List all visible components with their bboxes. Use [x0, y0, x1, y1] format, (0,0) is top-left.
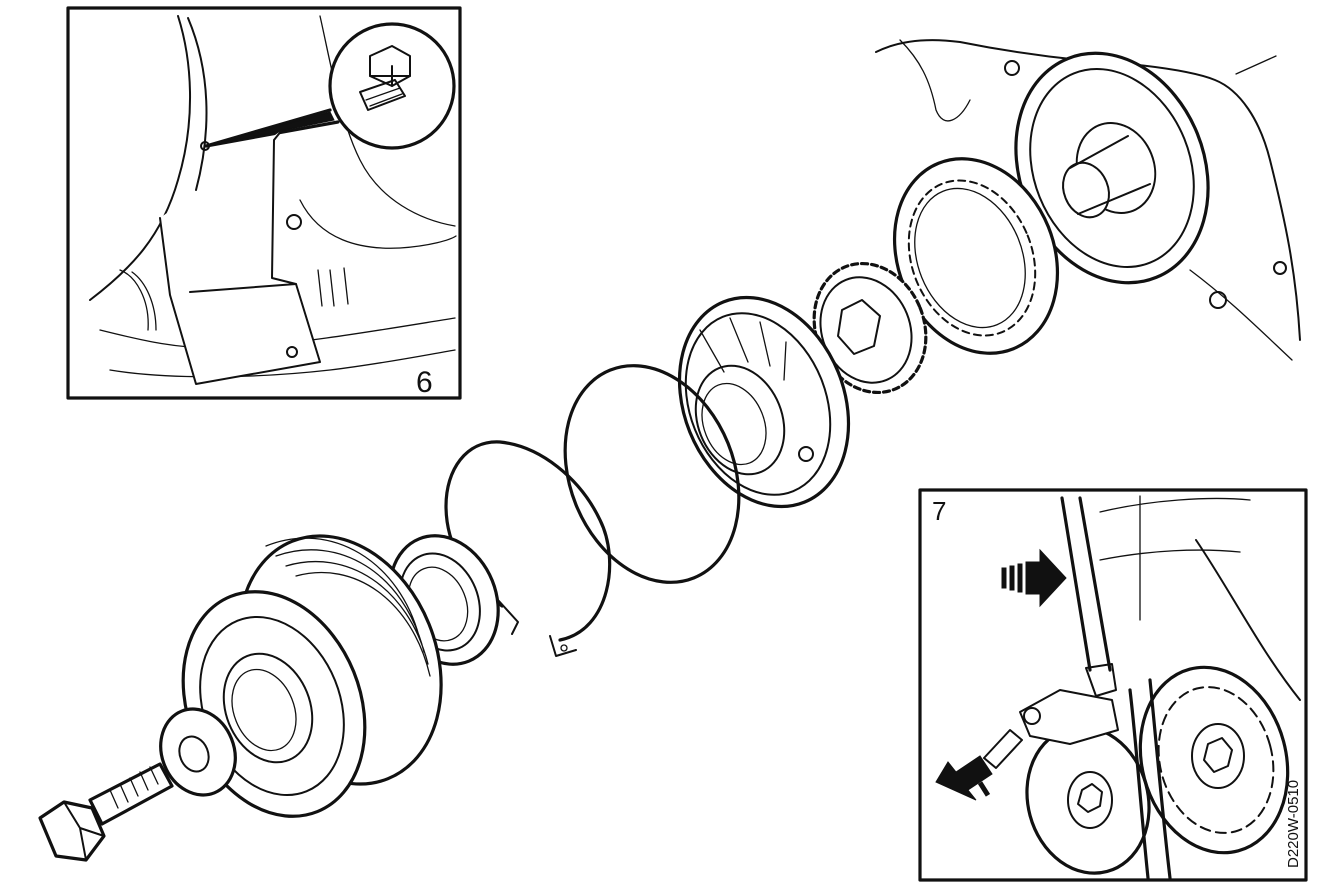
inset-6-bracket-hole [286, 346, 298, 358]
inset-6-engine-line-2 [109, 349, 456, 378]
tensioner-nut [1077, 783, 1103, 813]
inset-7: 7 D220W-0510 [918, 488, 1308, 882]
inset-7-number: 7 [932, 496, 946, 526]
drive-pulley-hub [1191, 723, 1245, 789]
inset-6-housing-edge [89, 15, 192, 301]
washer-hole [178, 735, 210, 773]
shaft-body [1069, 135, 1151, 215]
inset-6-zoom-pointer-fill [205, 111, 335, 147]
engine-housing-bolt-2 [1209, 291, 1227, 309]
drive-pulley-slots [1157, 686, 1275, 834]
pulley-bore [231, 668, 297, 752]
engine-housing [875, 39, 1301, 361]
o-ring [563, 364, 741, 584]
inset-6-block-edge-2 [299, 199, 457, 249]
engine-housing-outline [875, 39, 1301, 341]
pulley-hub [222, 652, 314, 764]
inset-6-housing-edge-2 [187, 17, 208, 191]
bolt-icon [359, 45, 411, 111]
bearing-housing-inner [1029, 68, 1195, 268]
circlip-ear-2 [497, 599, 519, 635]
drive-pulley-bolt [1203, 737, 1233, 773]
inset-6-bracket-plate [159, 129, 321, 385]
inset-6-studs [317, 267, 349, 307]
inset-6-bracket-fold [189, 283, 297, 293]
circlip-hole [560, 644, 568, 652]
rotor-spokes [699, 317, 787, 381]
washer [159, 707, 237, 797]
inset-6-number: 6 [416, 366, 433, 399]
bolt-shank [88, 762, 174, 826]
internal-gear-root [914, 187, 1026, 329]
inset-7-housing-edge [1195, 539, 1301, 701]
push-arrow-icon [1001, 548, 1067, 608]
washer-outer [159, 707, 237, 797]
inset-7-housing [1099, 495, 1251, 621]
inset-6-hose [119, 269, 149, 331]
inset-7-frame [918, 488, 1308, 882]
bolt-head-facets [63, 801, 105, 861]
inset-6-hose-2 [131, 271, 157, 331]
tensioner-lever [1019, 689, 1119, 745]
rotor-bore-inner [701, 382, 767, 466]
bolt-thread [109, 766, 159, 809]
engine-housing-lower [1189, 269, 1293, 361]
inset-6-bolt-hole [200, 141, 210, 151]
engine-housing-bolt-1 [1004, 60, 1020, 76]
inset-6-stud [286, 214, 302, 230]
rotor-bore [694, 364, 786, 476]
inset-6-block-edge [319, 15, 456, 227]
locking-pin [983, 729, 1023, 769]
engine-housing-lug [899, 39, 971, 122]
rotor-pin [798, 446, 814, 462]
screwdriver-tip [1085, 663, 1117, 697]
pulley-grooves [265, 537, 431, 677]
rotor-hub [677, 295, 851, 509]
engine-housing-rod [1235, 55, 1277, 75]
pull-arrow-icon [935, 755, 993, 801]
spur-gear-hub [837, 299, 881, 355]
bolt [38, 762, 174, 862]
rotor-rim [684, 312, 832, 496]
figure-code: D220W-0510 [1285, 780, 1302, 868]
bolt-head [38, 800, 106, 862]
inset-6-frame [66, 6, 462, 400]
tensioner-hub [1067, 771, 1113, 829]
inset-6: 6 [66, 6, 462, 400]
lever-hole [1023, 707, 1041, 725]
engine-housing-bolt-3 [1273, 261, 1287, 275]
screwdriver-shaft [1060, 496, 1112, 672]
internal-gear-teeth [907, 179, 1037, 337]
belt [1128, 678, 1172, 880]
spur-gear [812, 261, 928, 395]
circlip-ear-1 [549, 635, 577, 657]
